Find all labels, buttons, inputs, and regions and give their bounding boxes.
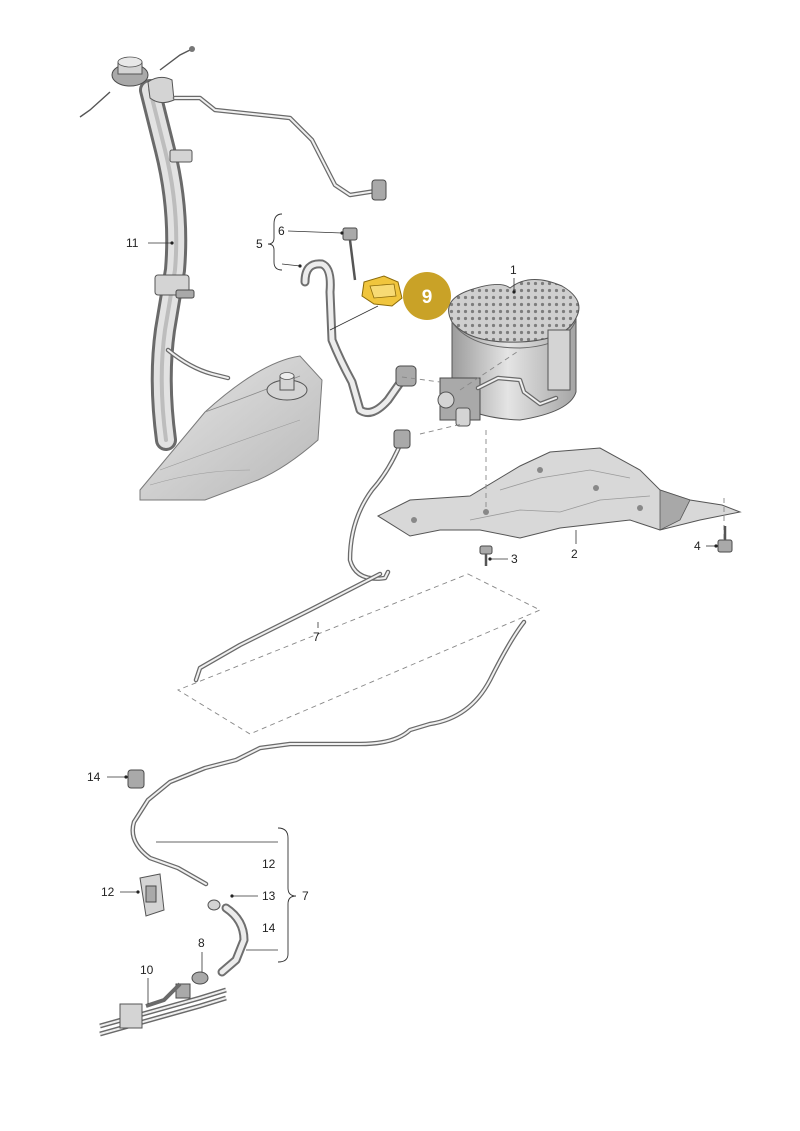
- callout-3: 3: [511, 552, 518, 566]
- hose-part-14-lower: [207, 899, 249, 977]
- charcoal-canister-part-1: [401, 279, 580, 435]
- bolt-part-3: [479, 545, 493, 566]
- callout-2: 2: [571, 547, 578, 561]
- clamp-part-8: [191, 971, 209, 985]
- clip-part-12: [139, 873, 165, 917]
- brace-group-7: [277, 827, 297, 963]
- bolt-part-4: [717, 498, 733, 553]
- highlighted-clip-part-9: [329, 275, 403, 331]
- callout-14-clip: 14: [87, 770, 101, 784]
- callout-9: 9: [422, 287, 433, 308]
- callout-11: 11: [126, 236, 139, 250]
- callout-labels: 1 2 3 4 5 6 7 7 8 10 11 12 12 13 14 14: [87, 224, 701, 977]
- callout-7-brace: 7: [302, 889, 309, 903]
- heat-shield-part-2: [376, 430, 742, 539]
- callout-10: 10: [140, 963, 154, 977]
- clip-part-14-upper: [127, 769, 145, 789]
- brace-group-5: [267, 213, 283, 271]
- callout-13: 13: [262, 889, 276, 903]
- fuel-lines-part-10: [99, 982, 227, 1037]
- callout-12-clip: 12: [101, 885, 115, 899]
- highlight-badge-9[interactable]: 9: [403, 272, 451, 320]
- callout-5: 5: [256, 237, 263, 251]
- callout-7-upper: 7: [313, 630, 320, 644]
- fuel-line-part-7: [130, 429, 542, 887]
- callout-6: 6: [278, 224, 285, 238]
- callout-14-brace: 14: [262, 921, 276, 935]
- leader-lines: [107, 230, 718, 1004]
- callout-1: 1: [510, 263, 517, 277]
- screw-part-6: [342, 227, 358, 281]
- vent-hose-upper: [300, 259, 417, 417]
- fuel-tank-section: [139, 355, 323, 501]
- callout-12-brace: 12: [262, 857, 276, 871]
- callout-4: 4: [694, 539, 701, 553]
- filler-neck-assembly: [79, 46, 387, 451]
- callout-8: 8: [198, 936, 205, 950]
